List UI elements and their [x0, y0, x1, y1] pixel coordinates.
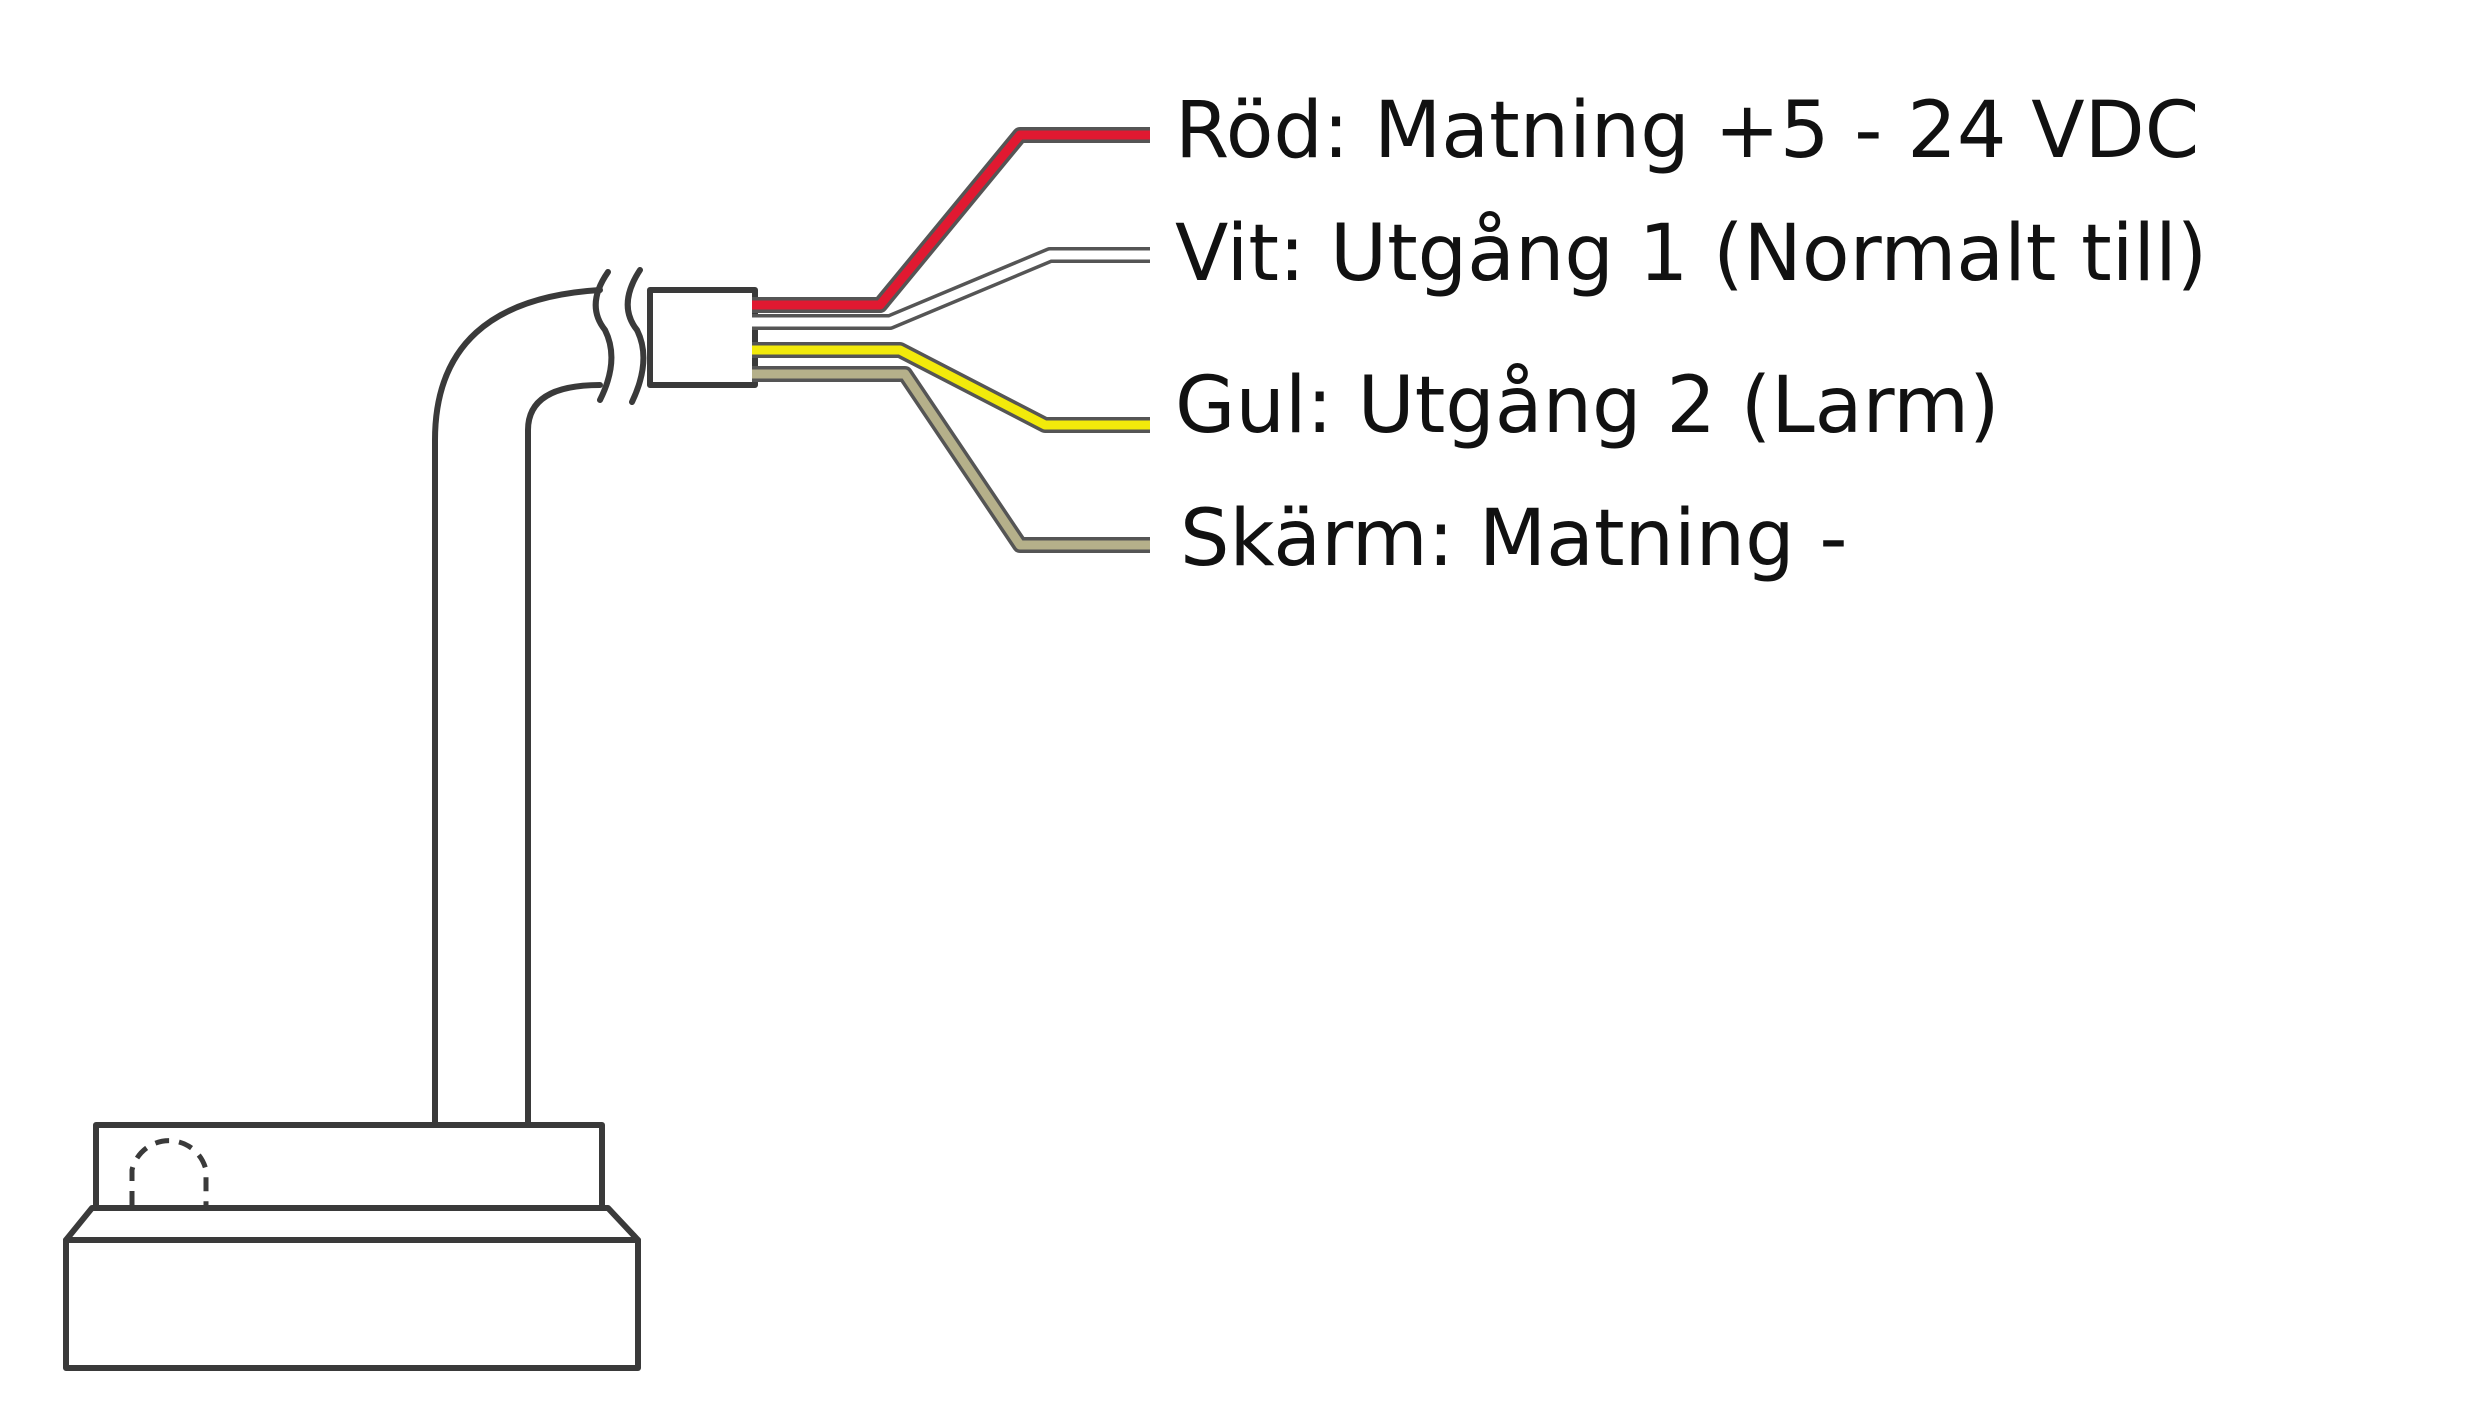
wire-yellow-core: [752, 345, 1150, 430]
sensor-cap: [93, 1122, 605, 1211]
label-shield-wire: Skärm: Matning -: [1180, 494, 1848, 584]
label-red-wire: Röd: Matning +5 - 24 VDC: [1175, 86, 2199, 176]
wire-red-core: [752, 130, 1150, 310]
label-yellow-wire: Gul: Utgång 2 (Larm): [1175, 361, 2000, 451]
wire-yellow: [752, 342, 1150, 433]
wire-shield-edge: [752, 366, 1150, 553]
cable-outer-edge: [432, 287, 603, 1128]
label-white-wire: Vit: Utgång 1 (Normalt till): [1175, 209, 2207, 299]
wire-yellow-edge: [752, 342, 1150, 433]
cable-inner-edge: [525, 382, 603, 1128]
wire-shield-core: [752, 369, 1150, 550]
sensor-base-lower: [63, 1237, 641, 1371]
cable-break-mark-left: [592, 269, 615, 403]
sensor-base-bevel: [63, 1205, 641, 1243]
wire-white-core: [752, 250, 1150, 327]
wire-white: [752, 247, 1150, 330]
wire-shield: [752, 366, 1150, 553]
cable-break-mark-right: [624, 267, 647, 405]
sensor-cap-dashed-detail: [129, 1138, 209, 1205]
cable-jacket: [432, 267, 758, 1128]
cable-end-sleeve: [647, 287, 758, 388]
wire-red: [752, 127, 1150, 313]
sensor-body: [63, 1122, 641, 1371]
